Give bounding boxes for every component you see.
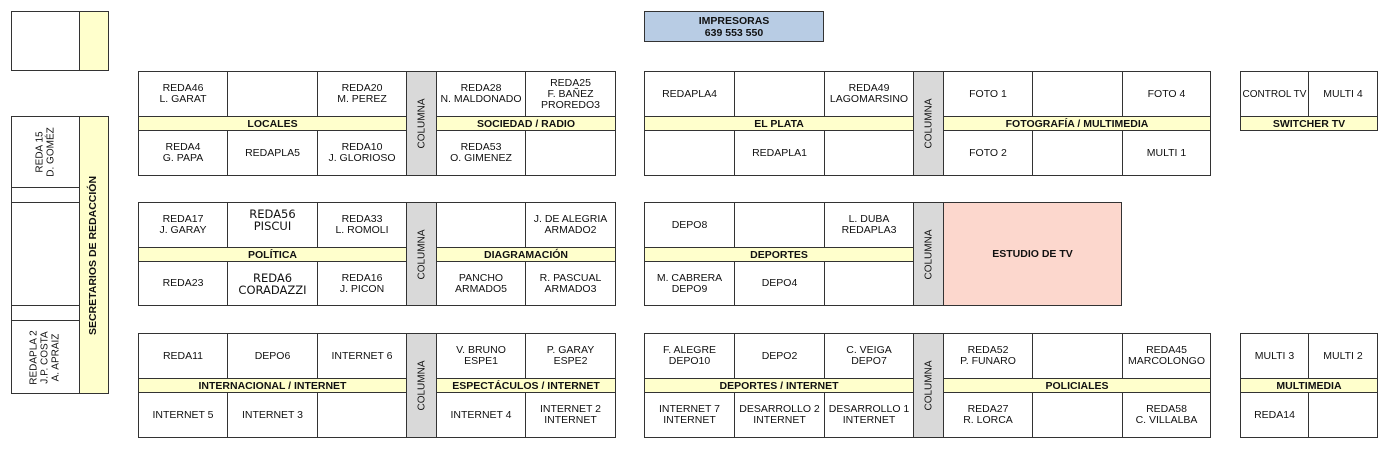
desk-reda28: REDA28 N. MALDONADO xyxy=(436,71,526,117)
empty-desk xyxy=(11,202,80,306)
desk-empty xyxy=(317,392,407,438)
desk-empty xyxy=(436,202,526,248)
desk-desarrollo1: DESARROLLO 1 INTERNET xyxy=(824,392,914,438)
desk-redapla1: REDAPLA1 xyxy=(734,130,825,176)
desk-reda15: REDA 15 D. GOMÉZ xyxy=(11,116,80,188)
desk-internet7: INTERNET 7 INTERNET xyxy=(644,392,735,438)
desk-internet5: INTERNET 5 xyxy=(138,392,228,438)
desk-depo6: DEPO6 xyxy=(227,333,318,379)
desk-p-garay: P. GARAY ESPE2 xyxy=(525,333,616,379)
desk-f-alegre: F. ALEGRE DEPO10 xyxy=(644,333,735,379)
desk-control-tv: CONTROL TV xyxy=(1240,71,1309,117)
printers-numbers: 639 553 550 xyxy=(704,26,764,39)
secretarios-header-block xyxy=(79,11,109,71)
desk-empty xyxy=(644,130,735,176)
empty-desk xyxy=(11,305,80,321)
section-label-fotografia-multimedia: FOTOGRAFÍA / MULTIMEDIA xyxy=(943,116,1211,131)
desk-empty xyxy=(734,71,825,117)
section-label-espectaculos-internet: ESPECTÁCULOS / INTERNET xyxy=(436,378,616,393)
desk-reda14: REDA14 xyxy=(1240,392,1309,438)
desk-reda4: REDA4 G. PAPA xyxy=(138,130,228,176)
desk-reda58: REDA58 C. VILLALBA xyxy=(1122,392,1211,438)
desk-m-cabrera: M. CABRERA DEPO9 xyxy=(644,261,735,306)
desk-empty xyxy=(525,130,616,176)
desk-empty xyxy=(227,71,318,117)
desk-empty xyxy=(1308,392,1378,438)
desk-reda10: REDA10 J. GLORIOSO xyxy=(317,130,407,176)
desk-l-duba: L. DUBA REDAPLA3 xyxy=(824,202,914,248)
desk-reda16: REDA16 J. PICON xyxy=(317,261,407,306)
desk-depo8: DEPO8 xyxy=(644,202,735,248)
desk-reda52: REDA52 P. FUNARO xyxy=(943,333,1033,379)
section-label-deportes-internet: DEPORTES / INTERNET xyxy=(644,378,914,393)
printers-title: IMPRESORAS xyxy=(698,14,770,27)
desk-depo2: DEPO2 xyxy=(734,333,825,379)
desk-redapla4: REDAPLA4 xyxy=(644,71,735,117)
tv-studio: ESTUDIO DE TV xyxy=(943,202,1122,306)
desk-empty xyxy=(824,130,914,176)
desk-pancho: PANCHO ARMADO5 xyxy=(436,261,526,306)
desk-multi2: MULTI 2 xyxy=(1308,333,1378,379)
desk-redapla2: REDAPLA 2 J.P. COSTA A. APRAIZ xyxy=(11,320,80,394)
desk-reda6: REDA6 CORADAZZI xyxy=(227,261,318,306)
column-pillar: COLUMNA xyxy=(913,202,944,306)
desk-empty xyxy=(734,202,825,248)
desk-desarrollo2: DESARROLLO 2 INTERNET xyxy=(734,392,825,438)
section-label-locales: LOCALES xyxy=(138,116,407,131)
secretarios-de-redaccion-label: SECRETARIOS DE REDACCIÓN xyxy=(79,116,109,394)
desk-reda23: REDA23 xyxy=(138,261,228,306)
desk-reda53: REDA53 O. GIMENEZ xyxy=(436,130,526,176)
section-label-internacional-internet: INTERNACIONAL / INTERNET xyxy=(138,378,407,393)
desk-internet3: INTERNET 3 xyxy=(227,392,318,438)
desk-empty xyxy=(1032,333,1123,379)
desk-empty xyxy=(1032,71,1123,117)
desk-r-pascual: R. PASCUAL ARMADO3 xyxy=(525,261,616,306)
empty-desk xyxy=(11,187,80,203)
section-label-deportes: DEPORTES xyxy=(644,247,914,262)
desk-c-veiga: C. VEIGA DEPO7 xyxy=(824,333,914,379)
column-pillar: COLUMNA xyxy=(406,71,437,176)
desk-foto2: FOTO 2 xyxy=(943,130,1033,176)
desk-empty xyxy=(1032,130,1123,176)
desk-internet2: INTERNET 2 INTERNET xyxy=(525,392,616,438)
desk-depo4: DEPO4 xyxy=(734,261,825,306)
desk-j-de-alegria: J. DE ALEGRIA ARMADO2 xyxy=(525,202,616,248)
section-label-switcher-tv: SWITCHER TV xyxy=(1240,116,1378,131)
desk-reda27: REDA27 R. LORCA xyxy=(943,392,1033,438)
desk-reda20: REDA20 M. PEREZ xyxy=(317,71,407,117)
desk-reda56: REDA56 PISCUI xyxy=(227,202,318,248)
column-pillar: COLUMNA xyxy=(406,333,437,438)
column-pillar: COLUMNA xyxy=(913,71,944,176)
printers-box: IMPRESORAS 639 553 550 xyxy=(644,11,824,42)
section-label-el-plata: EL PLATA xyxy=(644,116,914,131)
desk-internet4: INTERNET 4 xyxy=(436,392,526,438)
desk-foto4: FOTO 4 xyxy=(1122,71,1211,117)
desk-reda17: REDA17 J. GARAY xyxy=(138,202,228,248)
desk-v-bruno: V. BRUNO ESPE1 xyxy=(436,333,526,379)
desk-multi4: MULTI 4 xyxy=(1308,71,1378,117)
section-label-policiales: POLICIALES xyxy=(943,378,1211,393)
desk-reda33: REDA33 L. ROMOLI xyxy=(317,202,407,248)
empty-desk xyxy=(11,11,80,71)
desk-reda11: REDA11 xyxy=(138,333,228,379)
section-label-multimedia: MULTIMEDIA xyxy=(1240,378,1378,393)
desk-foto1: FOTO 1 xyxy=(943,71,1033,117)
desk-multi3: MULTI 3 xyxy=(1240,333,1309,379)
desk-redapla5: REDAPLA5 xyxy=(227,130,318,176)
section-label-politica: POLÍTICA xyxy=(138,247,407,262)
desk-reda46: REDA46 L. GARAT xyxy=(138,71,228,117)
desk-empty xyxy=(824,261,914,306)
desk-reda45: REDA45 MARCOLONGO xyxy=(1122,333,1211,379)
desk-internet6: INTERNET 6 xyxy=(317,333,407,379)
column-pillar: COLUMNA xyxy=(913,333,944,438)
desk-reda25: REDA25 F. BAÑEZ PROREDO3 xyxy=(525,71,616,117)
desk-reda49: REDA49 LAGOMARSINO xyxy=(824,71,914,117)
section-label-diagramacion: DIAGRAMACIÓN xyxy=(436,247,616,262)
desk-multi1: MULTI 1 xyxy=(1122,130,1211,176)
desk-empty xyxy=(1032,392,1123,438)
section-label-sociedad-radio: SOCIEDAD / RADIO xyxy=(436,116,616,131)
column-pillar: COLUMNA xyxy=(406,202,437,306)
